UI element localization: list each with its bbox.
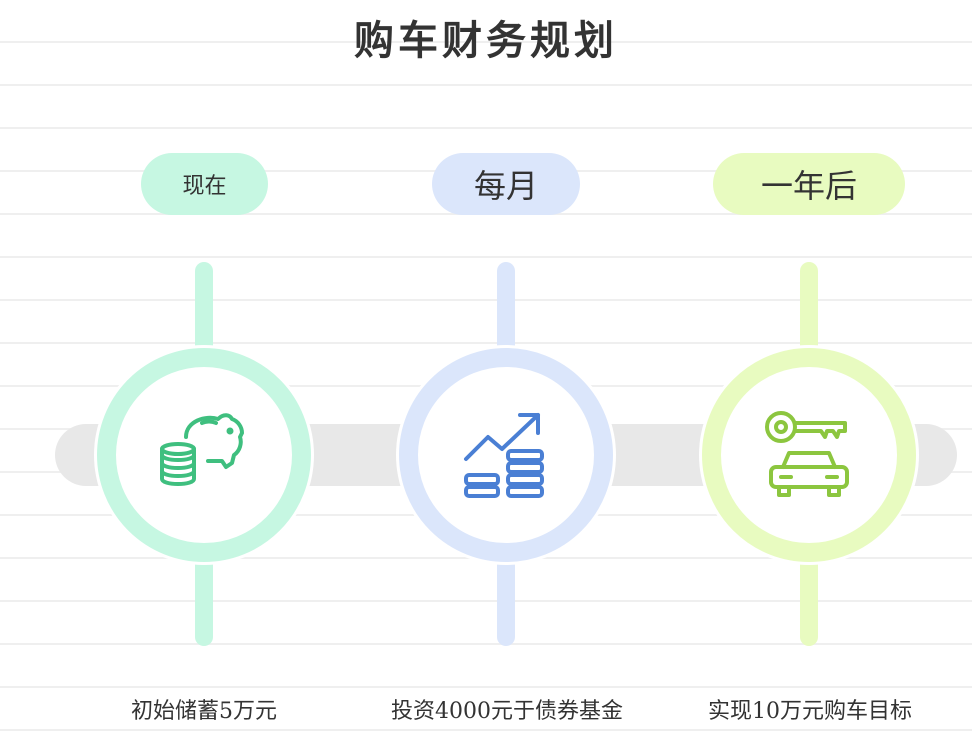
stage-connector-top — [497, 262, 515, 362]
stage-connector-top — [195, 262, 213, 362]
growth-chart-coins-icon — [458, 407, 554, 503]
stage-description: 初始储蓄5万元 — [131, 699, 277, 724]
stage-label-now: 现在 — [141, 153, 268, 215]
stage-description: 投资4000元于债券基金 — [391, 699, 623, 724]
stage-label-text: 现在 — [182, 174, 227, 199]
stage-connector-top — [800, 262, 818, 362]
stage-label-text: 每月 — [473, 167, 538, 205]
stage-description: 实现10万元购车目标 — [708, 699, 912, 724]
stage-connector-bottom — [195, 550, 213, 646]
piggy-bank-coins-icon — [156, 407, 252, 503]
stage-label-monthly: 每月 — [432, 153, 580, 215]
stage-connector-bottom — [497, 550, 515, 646]
stage-connector-bottom — [800, 550, 818, 646]
stage-node — [94, 345, 314, 565]
stage-label-one-year-later: 一年后 — [713, 153, 905, 215]
car-key-icon — [761, 407, 857, 503]
page-title: 购车财务规划 — [354, 17, 618, 64]
stage-node — [699, 345, 919, 565]
stage-label-text: 一年后 — [760, 167, 857, 205]
stage-node — [396, 345, 616, 565]
